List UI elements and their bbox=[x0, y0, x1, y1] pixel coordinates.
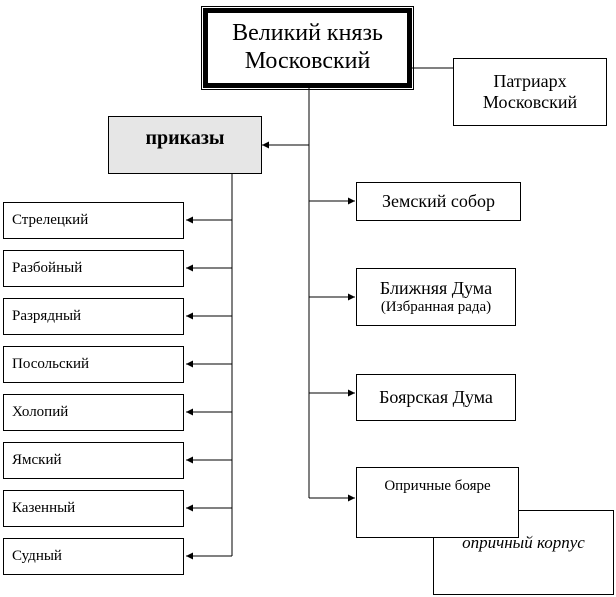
prikaz-item: Стрелецкий bbox=[3, 202, 184, 239]
prikaz-item: Холопий bbox=[3, 394, 184, 431]
prikaz-label: Разбойный bbox=[12, 259, 83, 276]
near-duma-box: Ближняя Дума (Избранная рада) bbox=[356, 268, 516, 326]
patriarch-line2: Московский bbox=[482, 92, 578, 112]
zemsky-sobor-box: Земский собор bbox=[356, 182, 521, 221]
prikazy-label: приказы bbox=[145, 127, 225, 149]
zemsky-sobor-label: Земский собор bbox=[381, 191, 496, 212]
oprichnina-boyars-label: Опричные бояре bbox=[384, 478, 491, 494]
prikaz-label: Разрядный bbox=[12, 307, 82, 324]
prikaz-item: Судный bbox=[3, 538, 184, 575]
near-duma-label: Ближняя Дума bbox=[379, 278, 493, 299]
prikaz-label: Казенный bbox=[12, 499, 76, 516]
near-duma-sublabel: (Избранная рада) bbox=[380, 298, 492, 315]
grand-prince-line2: Московский bbox=[244, 48, 371, 74]
prikaz-label: Стрелецкий bbox=[12, 211, 89, 228]
oprichnina-boyars-box: Опричные бояре bbox=[356, 467, 519, 538]
patriarch-box: Патриарх Московский bbox=[453, 58, 607, 126]
prikaz-item: Разбойный bbox=[3, 250, 184, 287]
grand-prince-line1: Великий князь bbox=[232, 20, 383, 47]
boyar-duma-box: Боярская Дума bbox=[356, 374, 516, 421]
grand-prince-box: Великий князь Московский bbox=[201, 6, 414, 90]
prikaz-item: Разрядный bbox=[3, 298, 184, 335]
prikazy-box: приказы bbox=[108, 116, 262, 174]
prikaz-label: Судный bbox=[12, 547, 62, 564]
prikaz-item: Казенный bbox=[3, 490, 184, 527]
boyar-duma-label: Боярская Дума bbox=[379, 387, 493, 408]
prikaz-item: Посольский bbox=[3, 346, 184, 383]
prikaz-label: Ямский bbox=[12, 451, 62, 468]
prikaz-label: Холопий bbox=[12, 403, 69, 420]
prikaz-label: Посольский bbox=[12, 355, 89, 372]
patriarch-line1: Патриарх bbox=[493, 71, 567, 92]
prikaz-item: Ямский bbox=[3, 442, 184, 479]
